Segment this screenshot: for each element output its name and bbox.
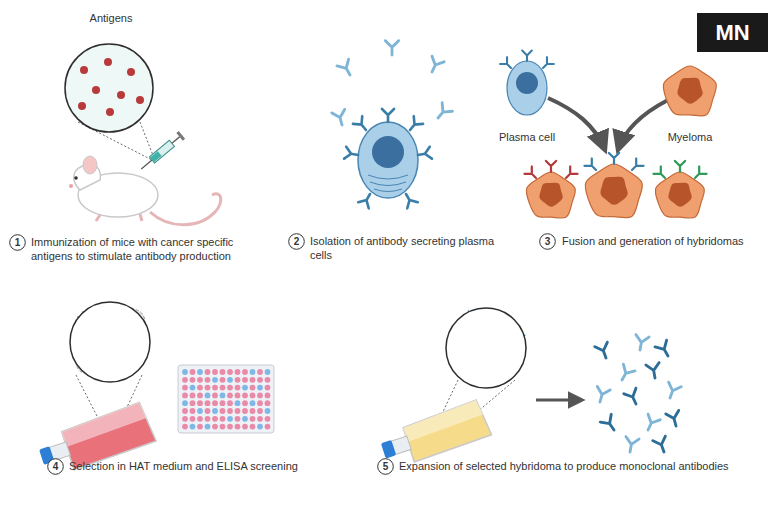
step-number: 4 <box>47 458 64 475</box>
step-caption: Fusion and generation of hybridomas <box>562 234 744 248</box>
cell-label: Myeloma <box>660 130 720 144</box>
logo-box: MN <box>697 13 768 52</box>
step-caption: Selection in HAT medium and ELISA screen… <box>69 459 298 473</box>
expansion-panel <box>377 308 582 470</box>
step-caption: Isolation of antibody secreting plasma c… <box>310 234 495 262</box>
step-number: 1 <box>9 234 26 251</box>
callout-number: 3 <box>545 236 551 247</box>
callout-number: 4 <box>53 461 59 472</box>
step-number: 2 <box>288 233 305 250</box>
cell-blobs <box>76 66 716 378</box>
step-caption: Expansion of selected hybridoma to produ… <box>399 459 729 473</box>
selection-panel <box>35 302 274 478</box>
step-caption: Immunization of mice with cancer specifi… <box>31 235 263 263</box>
antigen-panel <box>65 44 221 225</box>
callout-number: 1 <box>15 237 21 248</box>
callout-number: 5 <box>383 461 389 472</box>
step-number: 5 <box>377 458 394 475</box>
logo-text: MN <box>715 20 749 46</box>
callout-number: 2 <box>294 236 300 247</box>
cell-label: Plasma cell <box>490 130 564 144</box>
step-number: 3 <box>539 233 556 250</box>
plasma-cell-panel <box>358 122 418 198</box>
antigen-label: Antigens <box>81 11 141 25</box>
